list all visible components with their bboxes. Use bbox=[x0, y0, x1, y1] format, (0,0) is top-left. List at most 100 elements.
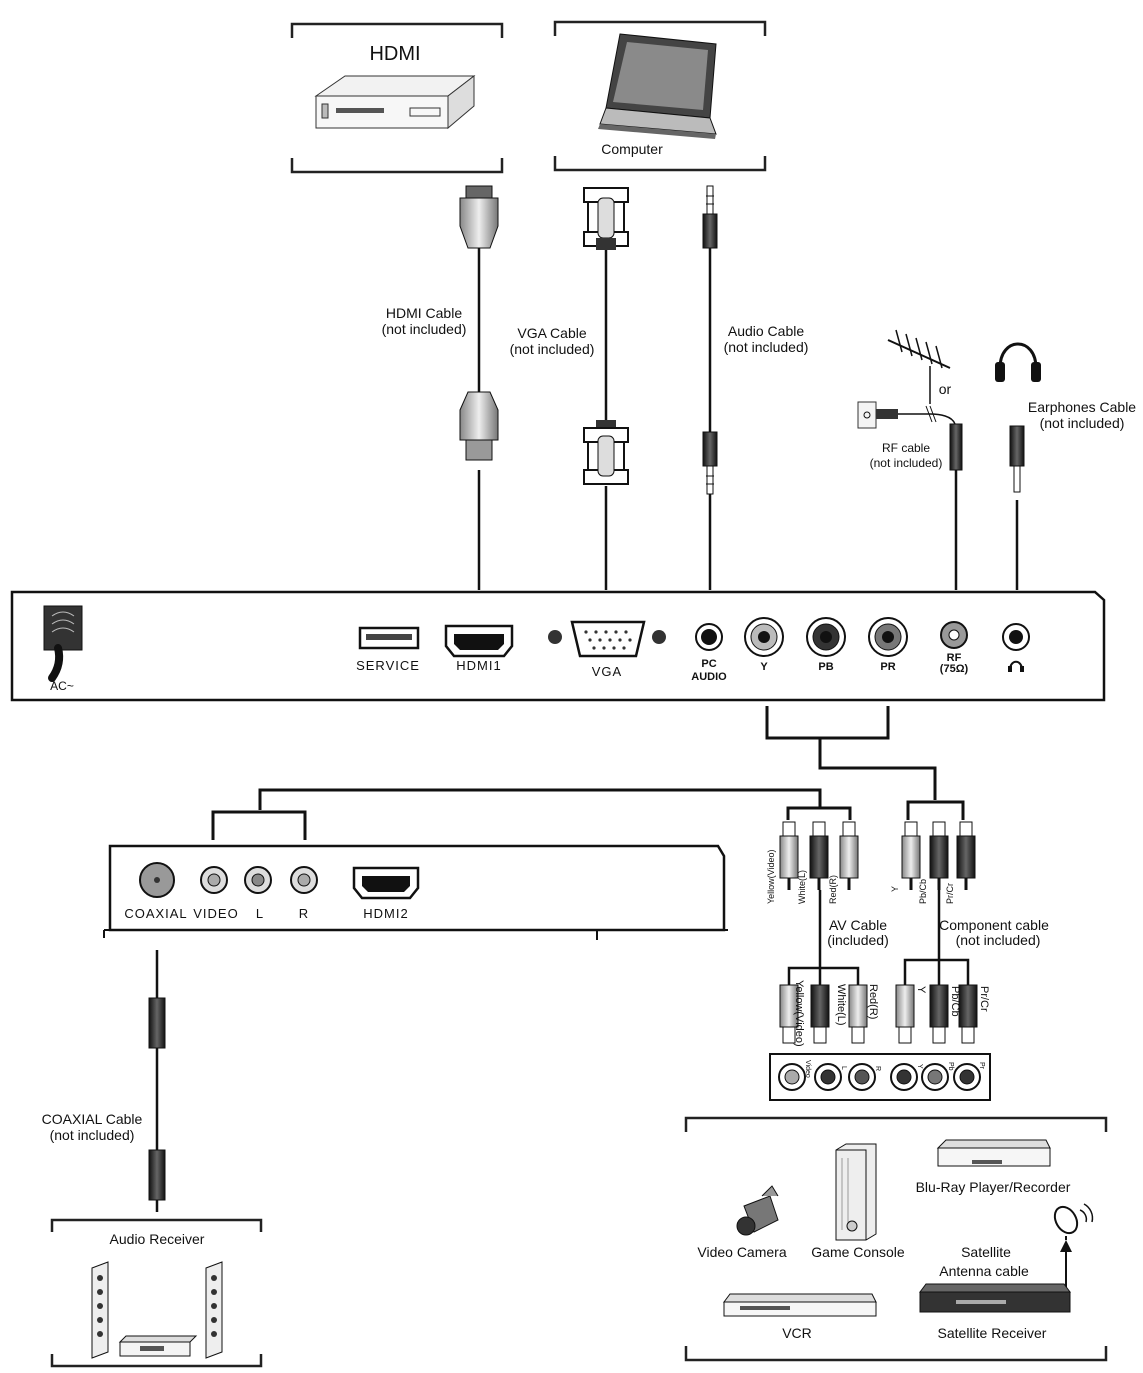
r-label: R bbox=[299, 906, 309, 921]
hdmi-source-device: HDMI bbox=[290, 22, 504, 174]
computer-device: Computer bbox=[553, 20, 767, 172]
audio-receiver-label: Audio Receiver bbox=[110, 1231, 205, 1247]
coaxial-plug-bottom-icon bbox=[148, 1149, 166, 1201]
av-plugs-top: Yellow(Video) White(L) Red(R) bbox=[766, 821, 859, 904]
hdmi-cable-note: (not included) bbox=[382, 321, 467, 337]
av-top-white-label: White(L) bbox=[797, 870, 807, 904]
rf-or-label: or bbox=[939, 381, 952, 397]
hdmi2-label: HDMI2 bbox=[363, 906, 408, 921]
vga-port: VGA bbox=[548, 620, 666, 679]
vcr-icon bbox=[723, 1293, 877, 1317]
pb-label: PB bbox=[818, 661, 833, 673]
hdmi-source-label: HDMI bbox=[369, 43, 420, 65]
rf-plug-icon bbox=[949, 423, 963, 471]
speaker-left-icon bbox=[91, 1261, 109, 1359]
audio-r-port: R bbox=[290, 866, 318, 921]
av-bottom-white-label: White(L) bbox=[835, 984, 847, 1026]
tv-rear-panel: AC~ SERVICE HDMI1 VGA PC bbox=[10, 590, 1106, 702]
hdmi1-port: HDMI1 bbox=[444, 624, 514, 673]
device-jack-r bbox=[848, 1063, 876, 1091]
coaxial-plug-top-icon bbox=[148, 997, 166, 1049]
hdmi-plug-top-icon bbox=[459, 185, 499, 249]
rf-cable-label: RF cable bbox=[882, 441, 930, 455]
audio-plug-top-icon bbox=[702, 185, 718, 249]
video-port: VIDEO bbox=[193, 866, 238, 921]
rf-port-label-2: (75Ω) bbox=[940, 663, 969, 675]
rf-cable: or RF cable (not included) bbox=[857, 329, 963, 590]
hdmi-cable-label: HDMI Cable bbox=[386, 305, 462, 321]
speaker-right-icon bbox=[205, 1261, 223, 1359]
av-top-yellow-label: Yellow(Video) bbox=[766, 849, 776, 904]
hdmi1-label: HDMI1 bbox=[456, 658, 501, 673]
comp-top-pr-label: Pr/Cr bbox=[945, 883, 955, 904]
comp-top-pb-label: Pb/Cb bbox=[918, 879, 928, 904]
game-console-icon bbox=[835, 1143, 877, 1241]
game-console-label: Game Console bbox=[811, 1244, 905, 1260]
vga-plug-bottom-icon bbox=[583, 420, 629, 485]
av-plugs-bottom: Yellow(Video) White(L) Red(R) bbox=[779, 980, 879, 1047]
jack-pr-label: Pr bbox=[978, 1062, 985, 1070]
comp-bottom-pb-label: Pb/Cb bbox=[949, 986, 961, 1017]
receiver-unit-icon bbox=[118, 1335, 198, 1357]
ac-power-port: AC~ bbox=[43, 605, 83, 693]
device-jack-pb bbox=[921, 1063, 949, 1091]
vga-cable-label: VGA Cable bbox=[517, 325, 586, 341]
pc-audio-port: PC AUDIO bbox=[691, 623, 727, 683]
earphone-plug-icon bbox=[1009, 425, 1025, 467]
coaxial-cable: COAXIAL Cable (not included) bbox=[42, 950, 166, 1212]
component-cable-note: (not included) bbox=[956, 932, 1041, 948]
jack-pb-label: Pb bbox=[947, 1062, 954, 1071]
connection-brackets bbox=[211, 706, 965, 840]
device-jack-y bbox=[890, 1063, 918, 1091]
antenna-icon bbox=[887, 329, 951, 404]
earphones-cable: Earphones Cable (not included) bbox=[995, 342, 1136, 590]
pr-label: PR bbox=[880, 661, 895, 673]
l-label: L bbox=[256, 906, 264, 921]
device-jack-pr bbox=[953, 1063, 981, 1091]
satellite-dish-icon bbox=[1053, 1203, 1094, 1240]
comp-bottom-pr-label: Pr/Cr bbox=[978, 986, 990, 1012]
audio-cable-note: (not included) bbox=[724, 339, 809, 355]
comp-top-y-label: Y bbox=[890, 886, 900, 892]
audio-receiver-device: Audio Receiver bbox=[50, 1218, 263, 1368]
satellite-receiver-label: Satellite Receiver bbox=[938, 1325, 1047, 1341]
hdmi-cable: HDMI Cable (not included) bbox=[382, 185, 499, 590]
hdmi2-port: HDMI2 bbox=[352, 866, 420, 921]
ac-label: AC~ bbox=[50, 679, 74, 693]
bluray-label: Blu-Ray Player/Recorder bbox=[916, 1179, 1071, 1195]
component-y-port: Y bbox=[744, 617, 784, 673]
earphones-cable-note: (not included) bbox=[1040, 415, 1125, 431]
rf-port: RF (75Ω) bbox=[940, 621, 969, 675]
dvd-player-icon bbox=[314, 74, 476, 130]
av-top-red-label: Red(R) bbox=[828, 875, 838, 904]
video-camera-label: Video Camera bbox=[697, 1244, 786, 1260]
headphone-port bbox=[1002, 623, 1030, 672]
pc-audio-label-1: PC bbox=[701, 658, 716, 670]
rf-port-label-1: RF bbox=[947, 652, 962, 664]
coaxial-cable-note: (not included) bbox=[50, 1127, 135, 1143]
av-bottom-yellow-label: Yellow(Video) bbox=[793, 980, 805, 1047]
av-cable-note: (included) bbox=[827, 932, 888, 948]
audio-l-port: L bbox=[244, 866, 272, 921]
coaxial-port: COAXIAL bbox=[124, 862, 187, 921]
vcr-label: VCR bbox=[782, 1325, 812, 1341]
coaxial-cable-label: COAXIAL Cable bbox=[42, 1111, 143, 1127]
audio-cable-label: Audio Cable bbox=[728, 323, 804, 339]
computer-label: Computer bbox=[601, 141, 663, 157]
component-cable-label: Component cable bbox=[939, 917, 1049, 933]
headphones-icon bbox=[995, 342, 1041, 382]
jack-l-label: L bbox=[840, 1066, 847, 1070]
headphone-icon bbox=[1008, 660, 1024, 672]
pc-audio-label-2: AUDIO bbox=[691, 671, 727, 683]
comp-bottom-y-label: Y bbox=[915, 986, 927, 994]
y-label: Y bbox=[760, 661, 768, 673]
jack-video-label: Video bbox=[804, 1060, 811, 1078]
wall-outlet-icon bbox=[857, 401, 956, 429]
component-pr-port: PR bbox=[868, 617, 908, 673]
component-plugs-bottom: Y Pb/Cb Pr/Cr bbox=[895, 984, 990, 1044]
component-plugs-top: Y Pb/Cb Pr/Cr bbox=[890, 821, 976, 904]
component-pb-port: PB bbox=[806, 617, 846, 673]
av-cable-label: AV Cable bbox=[829, 917, 887, 933]
coaxial-label: COAXIAL bbox=[124, 906, 187, 921]
audio-plug-bottom-icon bbox=[702, 431, 718, 495]
